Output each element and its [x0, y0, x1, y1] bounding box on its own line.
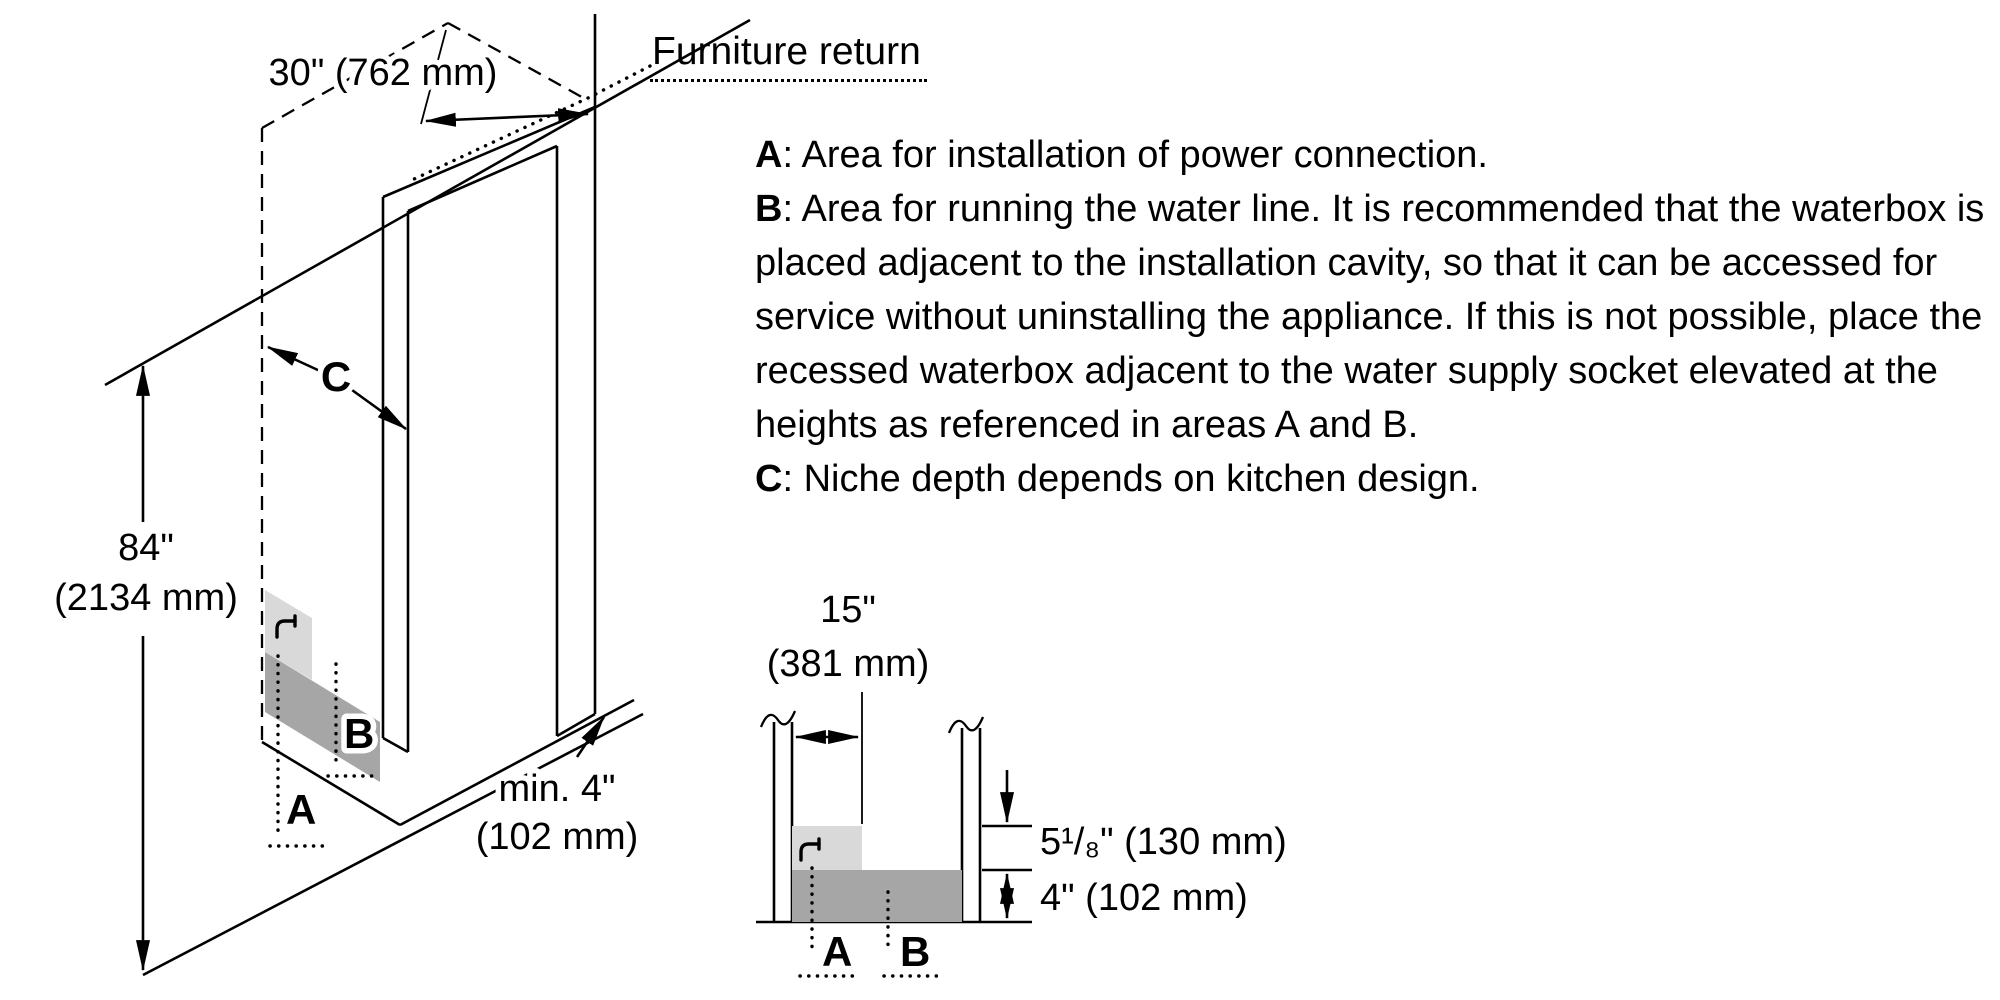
zone-a-label: A [286, 786, 316, 833]
note-c-text: : Niche depth depends on kitchen design. [782, 458, 1480, 500]
zone-b-label: B [344, 710, 374, 757]
frame-top-outer [382, 105, 596, 199]
section-width-dimension: 15" (381 mm) [761, 584, 935, 824]
note-c-key: C [755, 458, 783, 500]
niche-section-view: 15" (381 mm) 5¹/₈" (130 mm) 4" (102 mm) … [756, 584, 1292, 981]
section-zone-b-area [792, 870, 962, 922]
niche-back-top-dashed [261, 21, 449, 130]
width-dimension: 30" (762 mm) [263, 29, 590, 127]
note-a: A: Area for installation of power connec… [755, 128, 1990, 182]
depth-label: C [321, 353, 351, 400]
left-wall-break-symbol [759, 710, 797, 728]
height-dimension: 84" (2134 mm) [49, 364, 243, 972]
zone-a-area [265, 590, 312, 680]
zone-b-area [265, 652, 380, 782]
width-dimension-arrow [424, 108, 590, 127]
min-clearance-dimension: min. 4" (102 mm) [470, 715, 644, 864]
zone-a-callout: A [268, 654, 328, 848]
note-b: B: Area for running the water line. It i… [755, 182, 1990, 452]
min-clearance-arrow [575, 715, 606, 758]
section-zone-a-area [792, 826, 862, 870]
section-zone-b-label: B [900, 928, 930, 975]
niche-depth-annotation: C [266, 345, 408, 431]
niche-back-dashed-lines [260, 21, 590, 740]
note-b-text: : Area for running the water line. It is… [755, 188, 1985, 446]
height-dimension-mm: (2134 mm) [54, 577, 238, 619]
min-clearance-inches: min. 4" [499, 768, 616, 810]
frame-top-inner [407, 144, 558, 213]
note-a-key: A [755, 134, 783, 176]
niche-isometric-view: 30" (762 mm) 84" (2134 mm) C min. 4" (10… [49, 14, 751, 977]
section-zone-b-callout: B [882, 890, 940, 981]
niche-frame-lines [381, 14, 597, 754]
section-width-inches: 15" [820, 589, 876, 631]
section-zone-a-label: A [822, 928, 852, 975]
section-height-dimensions: 5¹/₈" (130 mm) 4" (102 mm) [982, 770, 1292, 925]
min-clearance-mm: (102 mm) [476, 816, 639, 858]
frame-left-jamb-bottom [382, 736, 409, 754]
section-zone-a-callout: A [798, 866, 858, 981]
depth-arrow-left [266, 345, 321, 373]
niche-floor-front-edge [261, 740, 401, 827]
zone-b-callout: B [326, 662, 382, 778]
note-b-key: B [755, 188, 783, 230]
right-wall-break-symbol [947, 716, 985, 734]
width-dimension-label: 30" (762 mm) [269, 52, 498, 94]
wall-outline-lines [104, 18, 751, 977]
lower-height-label: 4" (102 mm) [1040, 877, 1248, 919]
upper-height-label: 5¹/₈" (130 mm) [1040, 821, 1287, 863]
installation-notes: A: Area for installation of power connec… [755, 128, 1990, 506]
niche-top-right-dashed [447, 21, 590, 103]
furniture-return-label: Furniture return [650, 30, 927, 82]
furniture-return-leader [410, 64, 652, 182]
note-a-text: : Area for installation of power connect… [782, 134, 1488, 176]
wall-bottom-edge [142, 712, 644, 977]
height-dimension-inches: 84" [118, 527, 174, 569]
note-c: C: Niche depth depends on kitchen design… [755, 452, 1990, 506]
depth-arrow-right [351, 388, 408, 431]
section-width-mm: (381 mm) [767, 643, 930, 685]
